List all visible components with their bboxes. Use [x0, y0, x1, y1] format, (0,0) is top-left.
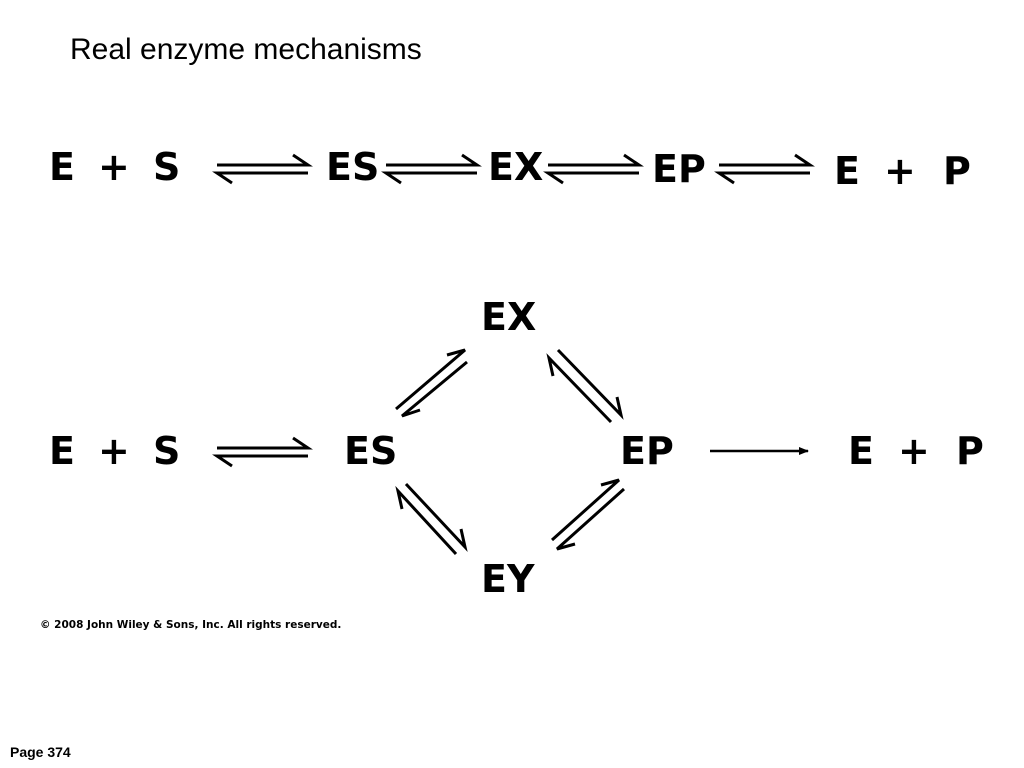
equilibrium-arrow: [395, 348, 468, 418]
plus-sign: +: [98, 429, 130, 473]
page-number: Page 374: [10, 744, 71, 760]
species-E: E: [49, 145, 75, 189]
equilibrium-arrow: [212, 153, 313, 185]
equilibrium-arrow: [381, 153, 482, 185]
plus-sign: +: [898, 429, 930, 473]
species-EX: EX: [481, 295, 537, 339]
copyright-notice: © 2008 John Wiley & Sons, Inc. All right…: [40, 619, 342, 631]
species-S: S: [153, 429, 181, 473]
species-P: P: [956, 429, 984, 473]
species-ES: ES: [344, 429, 398, 473]
species-E: E: [848, 429, 874, 473]
species-P: P: [943, 149, 971, 193]
plus-sign: +: [98, 145, 130, 189]
species-E: E: [49, 429, 75, 473]
equilibrium-arrow: [546, 348, 624, 424]
species-ES: ES: [326, 145, 380, 189]
species-EX: EX: [488, 145, 544, 189]
equilibrium-arrow: [212, 436, 313, 468]
slide-title: Real enzyme mechanisms: [70, 33, 422, 66]
equilibrium-arrow: [395, 482, 468, 556]
species-EP: EP: [620, 429, 674, 473]
plus-sign: +: [884, 149, 916, 193]
species-EP: EP: [652, 147, 706, 191]
species-EY: EY: [481, 557, 535, 601]
equilibrium-arrow: [543, 153, 644, 185]
equilibrium-arrow: [550, 478, 626, 551]
equilibrium-arrow: [714, 153, 815, 185]
species-S: S: [153, 145, 181, 189]
species-E: E: [834, 149, 860, 193]
